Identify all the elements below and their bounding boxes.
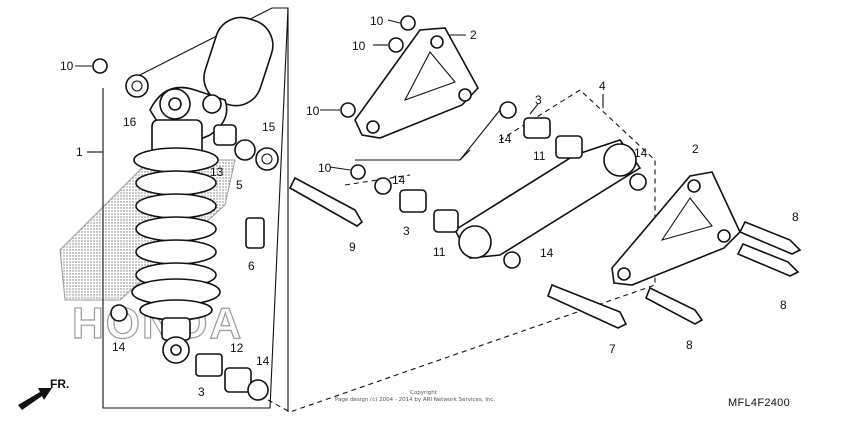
callout: 4 (599, 79, 606, 93)
svg-text:FR.: FR. (50, 377, 69, 391)
lower-bracket (611, 171, 741, 286)
callout: 14 (256, 354, 270, 368)
callout: 14 (634, 146, 648, 160)
callout: 8 (792, 210, 799, 224)
callout: 2 (470, 28, 477, 42)
callout: 10 (370, 14, 384, 28)
copyright-heading: Copyright (410, 390, 438, 396)
upper-bracket (340, 15, 479, 139)
callout: 9 (349, 240, 356, 254)
callout-numbers: 10 16 1 13 15 5 6 14 12 3 14 10 2 10 10 … (60, 14, 799, 399)
copyright-text: Page design (c) 2004 - 2014 by ARI Netwo… (335, 397, 495, 403)
diagram-code: MFL4F2400 (728, 397, 790, 409)
callout: 2 (692, 142, 699, 156)
callout: 10 (60, 59, 74, 73)
callout: 15 (262, 120, 276, 134)
callout: 3 (535, 93, 542, 107)
callout: 12 (230, 341, 244, 355)
callout: 8 (780, 298, 787, 312)
callout: 1 (76, 145, 83, 159)
bushings-collars (350, 101, 647, 233)
callout: 14 (498, 132, 512, 146)
callout: 16 (123, 115, 137, 129)
callout: 3 (198, 385, 205, 399)
callout: 10 (318, 161, 332, 175)
bolts (288, 176, 802, 329)
shock-absorber (131, 16, 274, 364)
callout: 10 (352, 39, 366, 53)
callout: 14 (392, 173, 406, 187)
shock-hardware (92, 58, 279, 401)
callout: 13 (210, 165, 224, 179)
callout: 14 (540, 246, 554, 260)
callout: 14 (112, 340, 126, 354)
callout: 8 (686, 338, 693, 352)
callout: 6 (248, 259, 255, 273)
callout: 11 (433, 245, 446, 259)
front-direction-arrow: FR. (18, 377, 69, 410)
callout: 10 (306, 104, 320, 118)
callout: 7 (609, 342, 616, 356)
callout: 3 (403, 224, 410, 238)
callout: 11 (533, 149, 546, 163)
leader-lines (75, 19, 604, 171)
callout: 5 (236, 178, 243, 192)
